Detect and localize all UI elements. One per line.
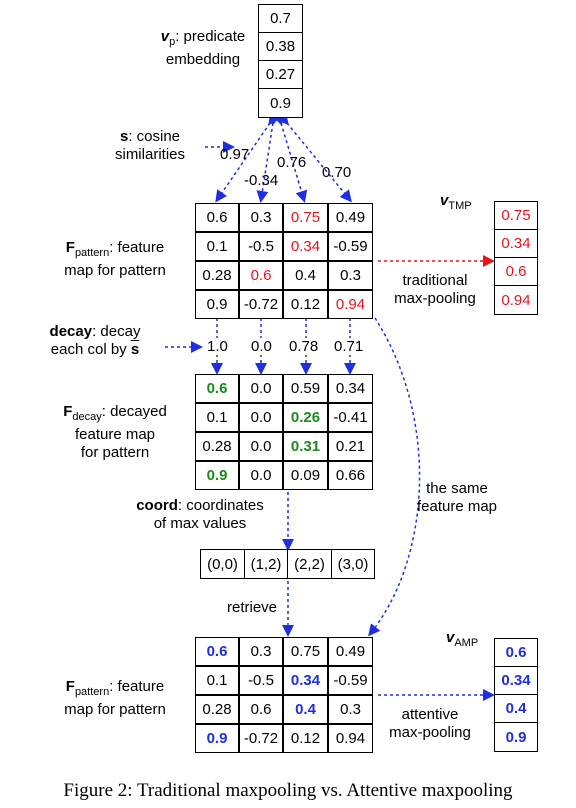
s-label: s: cosine similarities bbox=[114, 128, 185, 163]
matrix-cell: 0.6 bbox=[239, 261, 283, 290]
matrix-cell: 0.3 bbox=[239, 203, 283, 232]
vtmp-cell: 0.34 bbox=[494, 229, 538, 258]
matrix-cell: 0.1 bbox=[195, 232, 239, 261]
s-value: 0.97 bbox=[220, 146, 250, 163]
matrix-cell: -0.41 bbox=[328, 403, 373, 432]
figure-caption: Figure 2: Traditional maxpooling vs. Att… bbox=[63, 780, 513, 801]
f-pattern-label: Fpattern: feature map for pattern bbox=[64, 239, 166, 279]
matrix-cell: 0.26 bbox=[283, 403, 328, 432]
vtmp-cell: 0.94 bbox=[494, 285, 538, 315]
matrix-cell: 0.6 bbox=[195, 374, 239, 403]
matrix-cell: 0.0 bbox=[239, 403, 283, 432]
matrix-cell: 0.66 bbox=[328, 461, 373, 490]
matrix-cell: 0.28 bbox=[195, 261, 239, 290]
arrow-same-map bbox=[368, 317, 421, 637]
vamp-cell: 0.6 bbox=[494, 638, 538, 667]
matrix-cell: -0.5 bbox=[239, 666, 283, 695]
matrix-cell: 0.9 bbox=[195, 724, 239, 753]
matrix-cell: 0.34 bbox=[328, 374, 373, 403]
s-value: -0.34 bbox=[244, 172, 279, 189]
matrix-cell: 0.09 bbox=[283, 461, 328, 490]
vp-label: vp: predicate embedding bbox=[160, 28, 246, 68]
vtmp-cell: 0.75 bbox=[494, 201, 538, 230]
coord-cell: (2,2) bbox=[287, 549, 332, 579]
matrix-cell: 0.3 bbox=[239, 637, 283, 666]
matrix-cell: 0.94 bbox=[328, 290, 373, 319]
vtmp-label: vTMP bbox=[440, 192, 472, 212]
matrix-cell: 0.0 bbox=[239, 374, 283, 403]
matrix-cell: 0.6 bbox=[239, 695, 283, 724]
decay-value: 0.0 bbox=[251, 338, 272, 355]
vamp-cell: 0.34 bbox=[494, 666, 538, 695]
arrow-vp-col4 bbox=[276, 112, 352, 203]
decay-value: 1.0 bbox=[207, 338, 228, 355]
matrix-cell: 0.0 bbox=[239, 461, 283, 490]
coord-cell: (3,0) bbox=[331, 549, 375, 579]
decay-label: decay: decay each col by s bbox=[49, 323, 141, 358]
matrix-cell: 0.21 bbox=[328, 432, 373, 461]
arrow-vp-col2 bbox=[256, 113, 281, 203]
matrix-cell: 0.6 bbox=[195, 637, 239, 666]
coord-cell: (1,2) bbox=[244, 549, 288, 579]
vtmp-cell: 0.6 bbox=[494, 257, 538, 286]
matrix-cell: 0.3 bbox=[328, 261, 373, 290]
matrix-cell: 0.75 bbox=[283, 637, 328, 666]
vp-cell: 0.7 bbox=[258, 4, 303, 33]
retrieve-label: retrieve bbox=[226, 599, 278, 616]
matrix-cell: -0.5 bbox=[239, 232, 283, 261]
f-pattern2-label: Fpattern: feature map for pattern bbox=[64, 678, 166, 718]
matrix-cell: 0.31 bbox=[283, 432, 328, 461]
matrix-cell: 0.59 bbox=[283, 374, 328, 403]
matrix-cell: 0.34 bbox=[283, 666, 328, 695]
matrix-cell: 0.6 bbox=[195, 203, 239, 232]
matrix-cell: 0.4 bbox=[283, 695, 328, 724]
matrix-cell: 0.1 bbox=[195, 403, 239, 432]
matrix-cell: 0.28 bbox=[195, 432, 239, 461]
matrix-cell: 0.0 bbox=[239, 432, 283, 461]
vamp-cell: 0.4 bbox=[494, 694, 538, 723]
matrix-cell: 0.49 bbox=[328, 637, 373, 666]
matrix-cell: -0.59 bbox=[328, 232, 373, 261]
matrix-cell: -0.72 bbox=[239, 724, 283, 753]
vp-cell: 0.9 bbox=[258, 88, 303, 118]
matrix-cell: 0.34 bbox=[283, 232, 328, 261]
s-value: 0.70 bbox=[322, 164, 352, 181]
matrix-cell: 0.9 bbox=[195, 461, 239, 490]
matrix-cell: 0.75 bbox=[283, 203, 328, 232]
matrix-cell: 0.12 bbox=[283, 290, 328, 319]
matrix-cell: 0.3 bbox=[328, 695, 373, 724]
vamp-label: vAMP bbox=[446, 629, 479, 649]
coord-label: coord: coordinates of max values bbox=[136, 497, 264, 532]
matrix-cell: 0.9 bbox=[195, 290, 239, 319]
decay-value: 0.71 bbox=[334, 338, 364, 355]
matrix-cell: -0.72 bbox=[239, 290, 283, 319]
matrix-cell: 0.4 bbox=[283, 261, 328, 290]
s-value: 0.76 bbox=[277, 154, 307, 171]
matrix-cell: 0.49 bbox=[328, 203, 373, 232]
vamp-cell: 0.9 bbox=[494, 722, 538, 752]
matrix-cell: -0.59 bbox=[328, 666, 373, 695]
coord-cell: (0,0) bbox=[200, 549, 245, 579]
f-decay-label: Fdecay: decayed feature map for pattern bbox=[63, 403, 167, 461]
matrix-cell: 0.1 bbox=[195, 666, 239, 695]
decay-value: 0.78 bbox=[289, 338, 319, 355]
vp-cell: 0.27 bbox=[258, 60, 303, 89]
matrix-cell: 0.12 bbox=[283, 724, 328, 753]
matrix-cell: 0.94 bbox=[328, 724, 373, 753]
vp-cell: 0.38 bbox=[258, 32, 303, 61]
matrix-cell: 0.28 bbox=[195, 695, 239, 724]
